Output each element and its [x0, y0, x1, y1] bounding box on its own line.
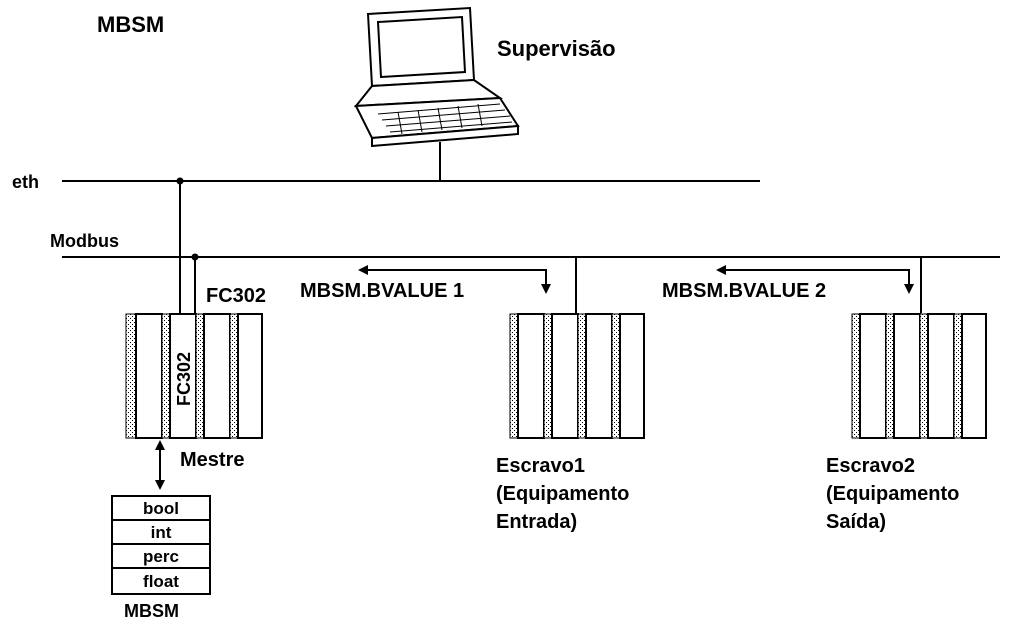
link2-arrow: [716, 265, 914, 294]
slave1-desc-line1: (Equipamento: [496, 483, 629, 505]
memory-cell-float: float: [143, 572, 179, 591]
master-module-label: FC302: [174, 352, 194, 406]
link2-label: MBSM.BVALUE 2: [662, 280, 826, 302]
master-role-label: Mestre: [180, 449, 244, 471]
memory-caption: MBSM: [124, 601, 179, 621]
ethernet-label: eth: [12, 172, 39, 192]
diagram-title: MBSM: [97, 12, 164, 37]
memory-cell-perc: perc: [143, 547, 179, 566]
modbus-junction: [191, 253, 199, 261]
slave2-name: Escravo2: [826, 455, 915, 477]
master-label: FC302: [206, 285, 266, 307]
modbus-network: [62, 256, 1000, 313]
memory-cell-bool: bool: [143, 499, 179, 518]
laptop-icon: [353, 6, 520, 148]
supervision-label: Supervisão: [497, 36, 616, 61]
slave1-rack: [509, 313, 645, 439]
link1-label: MBSM.BVALUE 1: [300, 280, 464, 302]
slave1-desc-line2: Entrada): [496, 511, 577, 533]
slave2-desc-line2: Saída): [826, 511, 886, 533]
memory-link-arrow: [155, 440, 165, 490]
ethernet-junction: [176, 177, 184, 185]
slave2-desc-line1: (Equipamento: [826, 483, 959, 505]
master-rack: [125, 313, 263, 439]
link1-arrow: [358, 265, 551, 294]
slave2-rack: [851, 313, 987, 439]
modbus-label: Modbus: [50, 231, 119, 251]
memory-cell-int: int: [151, 523, 172, 542]
memory-table: [111, 495, 211, 595]
slave1-name: Escravo1: [496, 455, 585, 477]
